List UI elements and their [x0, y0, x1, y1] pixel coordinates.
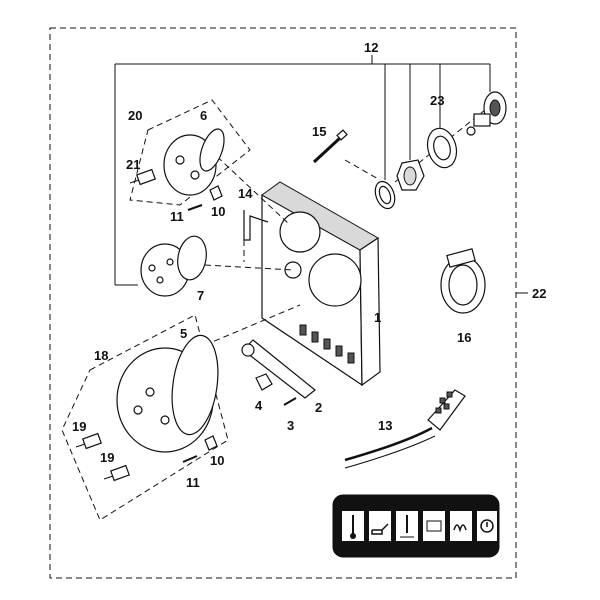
- clip-10-lower: [204, 435, 218, 451]
- thermometer-icon: [396, 511, 418, 541]
- label-part-10-top: 10: [211, 204, 225, 219]
- battery-icon: [423, 511, 445, 541]
- part-labels: 1 2 3 4 5 6 7 10 10 11 11 12 13 14 15 16…: [72, 40, 546, 490]
- label-part-7: 7: [197, 288, 204, 303]
- temperature-icon: [342, 511, 364, 541]
- label-part-3: 3: [287, 418, 294, 433]
- gauge-group-18-frame: [61, 314, 229, 521]
- gauge-group-20-frame: [129, 99, 251, 206]
- screw-3-part: [283, 397, 297, 406]
- clamp-16-part: [440, 248, 486, 314]
- bulb-holder-part: [466, 91, 507, 136]
- label-part-12: 12: [364, 40, 378, 55]
- label-part-16: 16: [457, 330, 471, 345]
- glow-plug-icon: [450, 511, 472, 541]
- bulb-19-upper: [75, 432, 102, 450]
- assembly-axes: [204, 109, 486, 346]
- oil-can-icon: [369, 511, 391, 541]
- label-part-11-lower: 11: [186, 475, 200, 490]
- label-part-5: 5: [180, 326, 187, 341]
- label-part-23: 23: [430, 93, 444, 108]
- label-part-11-top: 11: [170, 209, 184, 224]
- label-part-15: 15: [312, 124, 326, 139]
- wiring-harness-13: [344, 389, 466, 469]
- leader-lines-12: [114, 55, 491, 286]
- outer-dashed-frame: [49, 27, 517, 579]
- strap-2-part: [241, 339, 316, 399]
- label-part-10-lower: 10: [210, 453, 224, 468]
- screw-11-top: [187, 204, 203, 211]
- label-part-2: 2: [315, 400, 322, 415]
- gauge-ring-1: [374, 180, 396, 210]
- bulb-19-lower: [103, 464, 130, 482]
- gasket-23: [426, 127, 458, 169]
- label-part-6: 6: [200, 108, 207, 123]
- gauge-nut: [396, 159, 425, 191]
- label-part-19-lower: 19: [100, 450, 114, 465]
- label-part-19-upper: 19: [72, 419, 86, 434]
- gauge-6-part: [163, 128, 225, 196]
- label-part-13: 13: [378, 418, 392, 433]
- instrument-panel-part: [261, 181, 381, 387]
- gauge-7-part: [140, 235, 207, 297]
- label-part-4: 4: [255, 398, 263, 413]
- label-part-14: 14: [238, 186, 253, 201]
- warning-icon-panel: [332, 494, 500, 558]
- screw-11-lower: [182, 455, 198, 463]
- nut-4-part: [255, 373, 273, 391]
- clip-10-top: [209, 185, 223, 201]
- bulb-21-part: [129, 168, 156, 186]
- gauge-5-part: [116, 334, 219, 453]
- label-part-1: 1: [374, 310, 381, 325]
- brake-warning-icon: [477, 511, 497, 541]
- label-part-21: 21: [126, 157, 140, 172]
- bracket-part: [243, 210, 269, 262]
- panel-slots: [299, 324, 355, 364]
- bolt-part: [312, 129, 348, 164]
- label-part-20: 20: [128, 108, 142, 123]
- label-part-18: 18: [94, 348, 108, 363]
- label-part-22: 22: [532, 286, 546, 301]
